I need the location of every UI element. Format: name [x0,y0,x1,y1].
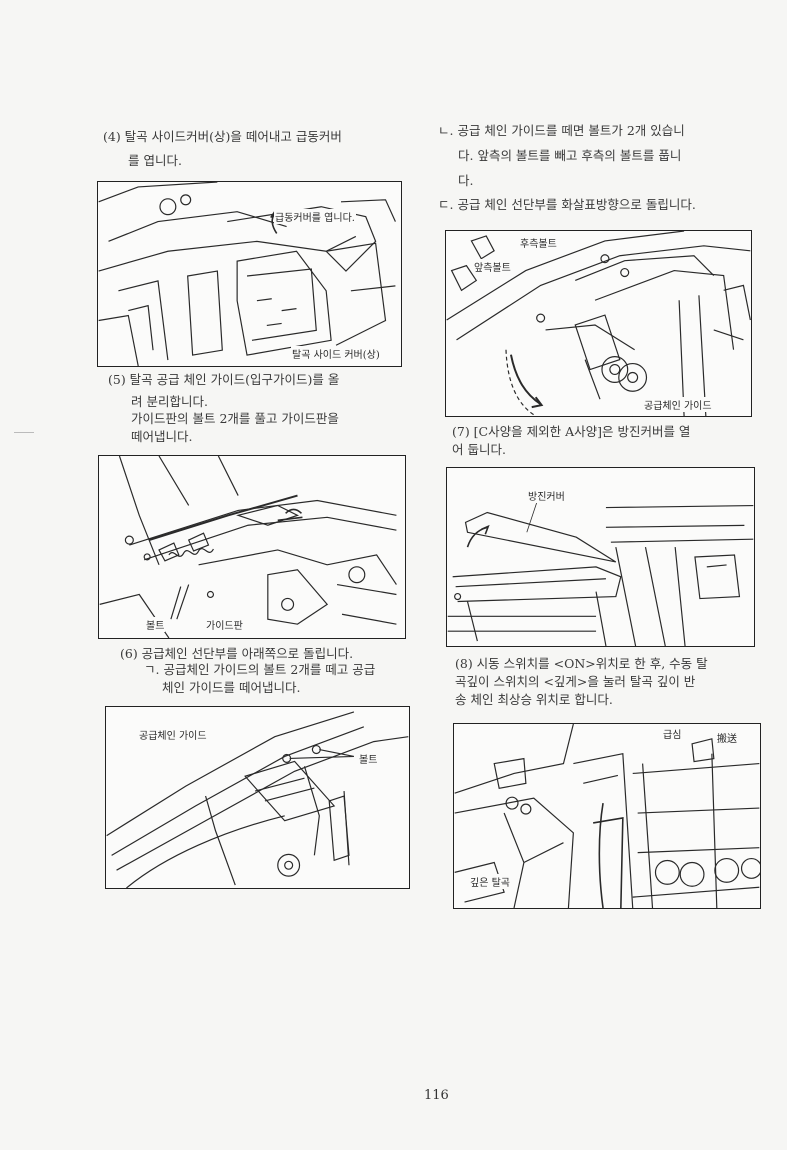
callout-rear-bolt: 후측볼트 [519,235,558,250]
step-4-line-1: (4) 탈곡 사이드커버(상)을 떼어내고 급동커버 [103,129,342,144]
step-n-line-3: 다. [458,173,474,188]
step-n-line-2: 다. 앞측의 볼트를 빼고 후측의 볼트를 풉니 [458,148,682,163]
step-7-line-2: 어 둡니다. [452,442,506,457]
callout-side-cover: 탈곡 사이드 커버(상) [291,346,381,361]
figure-side-cover: 급동커버를 엽니다. 탈곡 사이드 커버(상) [97,181,402,367]
callout-drum-cover: 급동커버를 엽니다. [274,209,356,224]
step-n-line-1: ㄴ. 공급 체인 가이드를 떼면 볼트가 2개 있습니 [438,123,685,138]
callout-front-bolt: 앞측볼트 [473,259,512,274]
callout-dust-cover: 방진커버 [527,488,566,503]
step-5-line-4: 떼어냅니다. [131,429,193,444]
step-5-line-2: 려 분리합니다. [131,394,208,409]
figure-rotate-chain: 후측볼트 앞측볼트 공급체인 가이드 [445,230,752,417]
step-6-line-3: 체인 가이드를 떼어냅니다. [162,680,301,695]
callout-conveyance-label: 搬送 [716,730,738,745]
figure-guide-plate: 볼트 가이드판 [98,455,406,639]
scan-edge-mark [14,432,34,433]
step-5-line-1: (5) 탈곡 공급 체인 가이드(입구가이드)를 올 [108,372,340,387]
step-d-line-1: ㄷ. 공급 체인 선단부를 화살표방향으로 돌립니다. [438,197,696,212]
callout-feed-chain-guide: 공급체인 가이드 [643,397,713,412]
callout-deep-threshing: 깊은 탈곡 [469,874,511,889]
step-7-line-1: (7) [C사양을 제외한 A사양]은 방진커버를 열 [452,424,691,439]
step-8-line-3: 송 체인 최상승 위치로 합니다. [455,692,613,707]
figure-dust-cover: 방진커버 [446,467,755,647]
step-5-line-3: 가이드판의 볼트 2개를 풀고 가이드판을 [131,411,339,426]
callout-deep-label: 급심 [662,726,683,741]
step-8-line-1: (8) 시동 스위치를 <ON>위치로 한 후, 수동 탈 [455,656,708,671]
step-8-line-2: 곡깊이 스위치의 <깊게>을 눌러 탈곡 깊이 반 [455,674,696,689]
callout-guide-plate: 가이드판 [205,617,244,632]
step-6-line-2: ㄱ. 공급체인 가이드의 볼트 2개를 떼고 공급 [144,662,376,677]
callout-bolt: 볼트 [145,617,166,632]
callout-bolt: 볼트 [358,751,379,766]
step-4-line-2: 를 엽니다. [128,153,182,168]
figure-feed-chain-guide: 공급체인 가이드 볼트 [105,706,410,889]
page-number: 116 [424,1088,449,1103]
step-6-line-1: (6) 공급체인 선단부를 아래쪽으로 돌립니다. [120,646,354,661]
callout-feed-chain-guide: 공급체인 가이드 [138,727,208,742]
figure-depth-switch: 급심 搬送 깊은 탈곡 [453,723,761,909]
